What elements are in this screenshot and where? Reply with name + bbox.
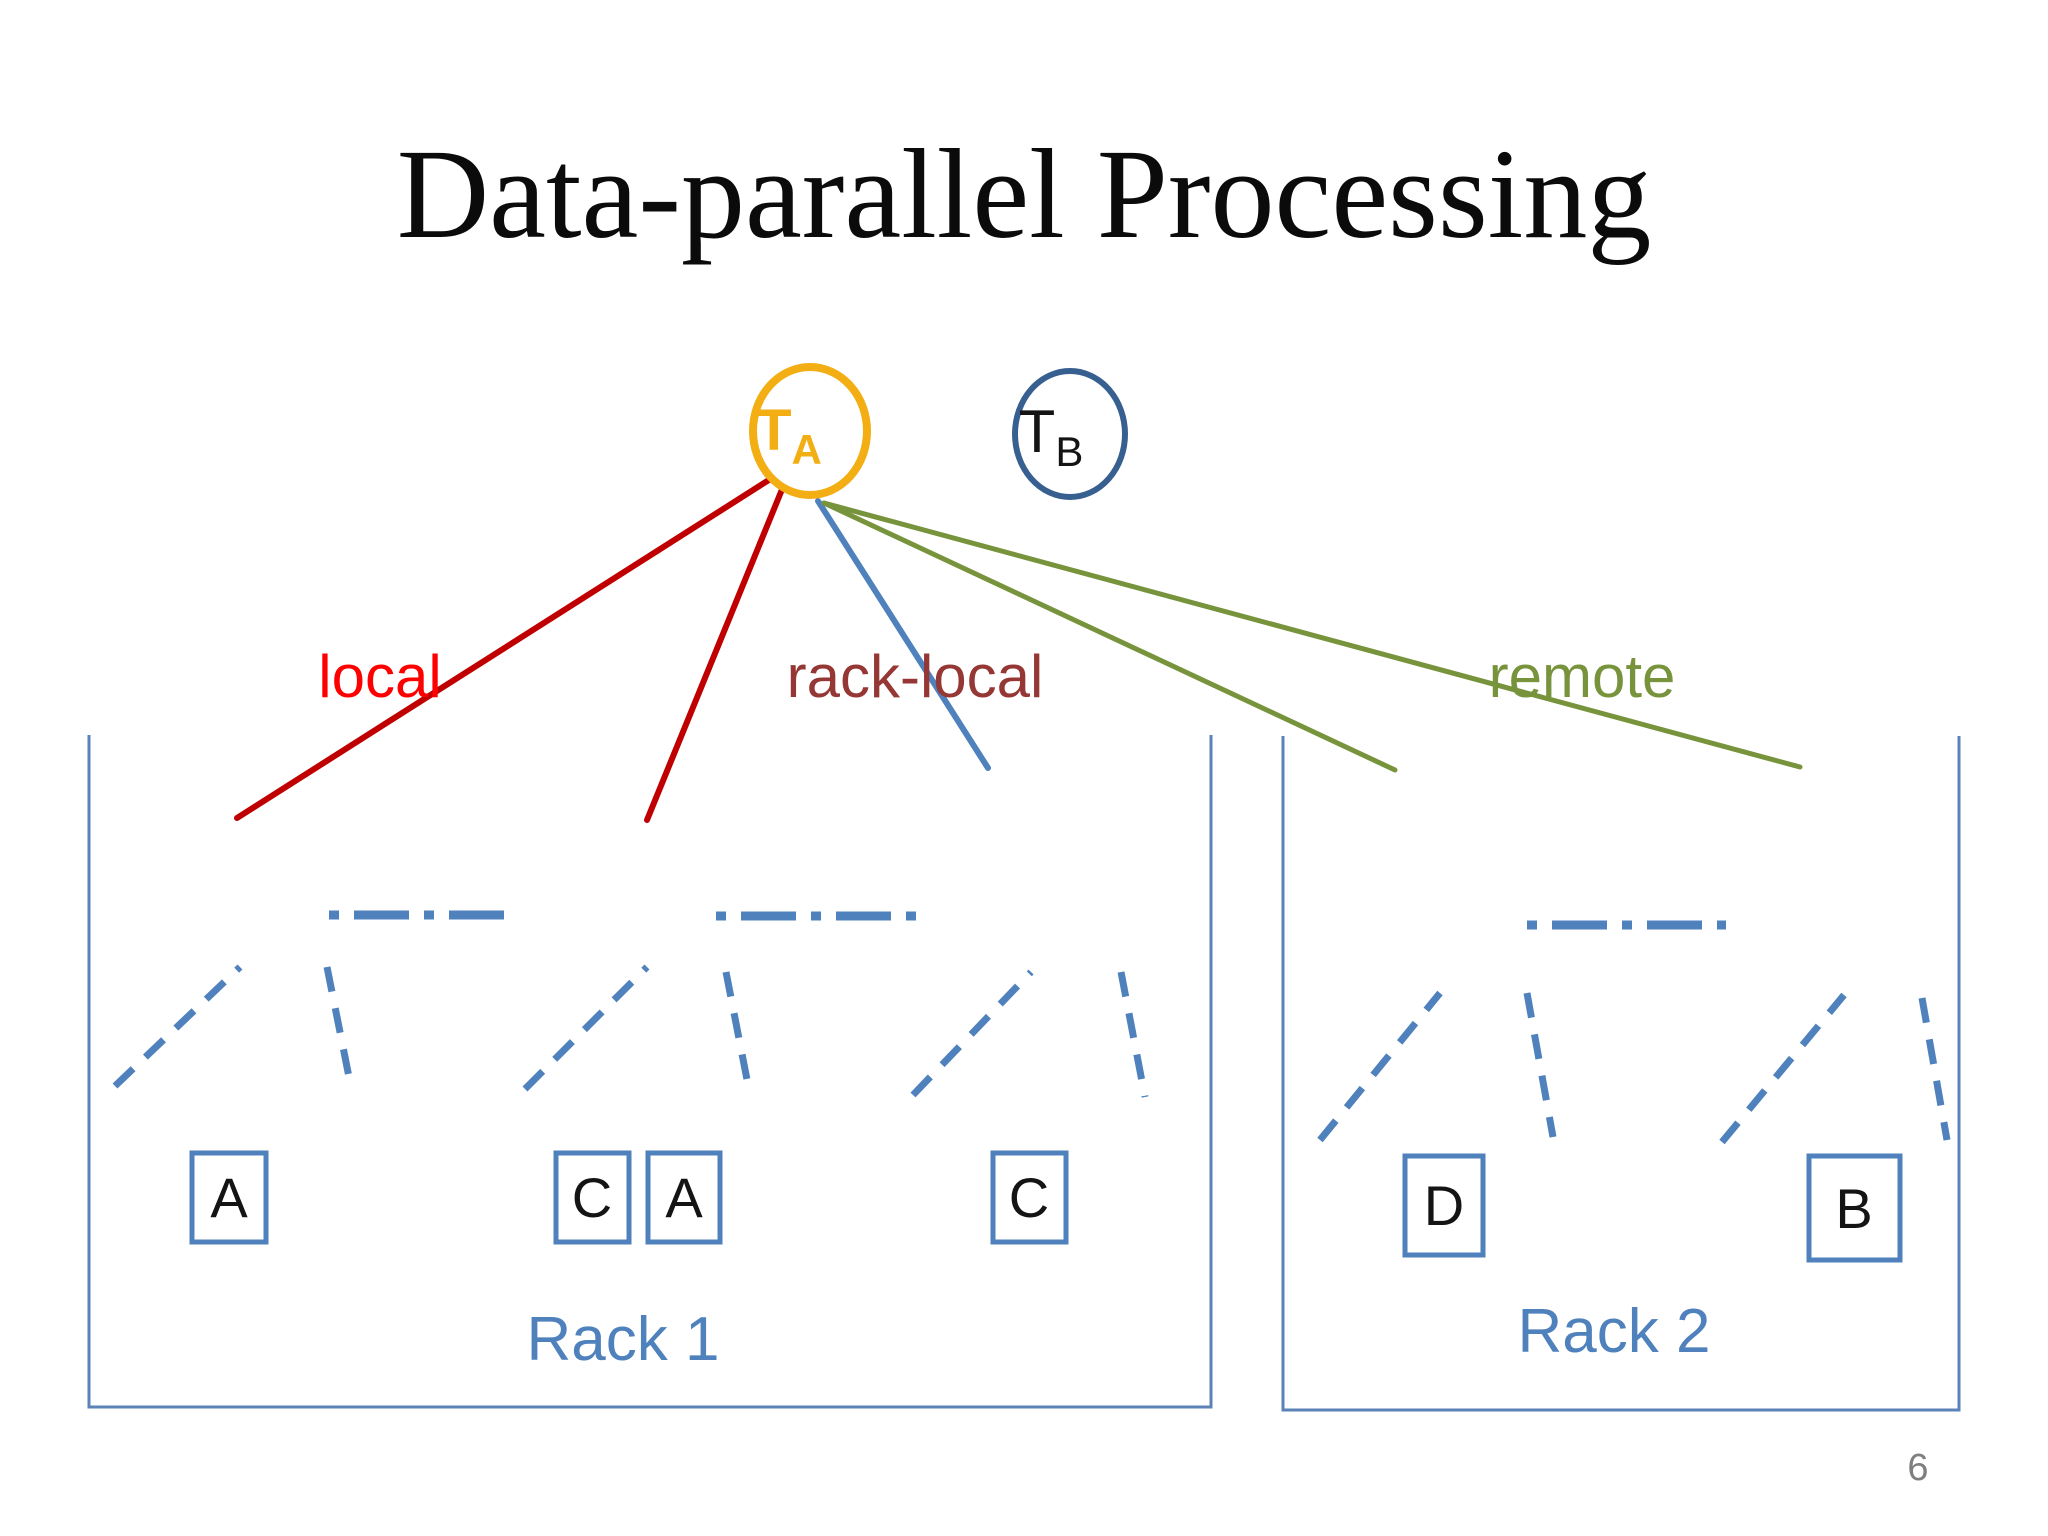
data-block-letter: A (210, 1166, 248, 1229)
rack1-outline (87, 735, 1213, 1409)
rack1-shelf-dash (323, 966, 354, 1083)
slide-title: Data-parallel Processing (397, 123, 1652, 265)
data-block-letter: A (665, 1166, 703, 1229)
remote-label: remote (1489, 643, 1676, 710)
data-block (990, 1150, 1069, 1245)
rack2-outline (1281, 736, 1961, 1412)
data-block (553, 1150, 632, 1245)
remote-link-line-1 (821, 500, 1398, 773)
local-link-line-2 (644, 484, 786, 823)
remote-link-line-2 (821, 500, 1803, 770)
data-block (645, 1150, 723, 1245)
local-link-line-1 (234, 475, 775, 821)
local-label: local (318, 643, 441, 710)
task-a-subscript: A (792, 426, 822, 473)
task-b-label: TB (1019, 398, 1084, 475)
page-number: 6 (1907, 1447, 1928, 1489)
rack1-shelf-dash (1117, 971, 1149, 1098)
task-a-circle (749, 363, 871, 499)
task-b-letter: T (1019, 398, 1056, 465)
task-b-subscript: B (1055, 428, 1083, 475)
rack1-shelf-dash (722, 971, 754, 1096)
task-b-circle (1012, 368, 1128, 500)
rack1-shelf-dash (112, 964, 243, 1089)
rack2-shelf-dash (1719, 992, 1847, 1145)
data-block (1402, 1153, 1486, 1258)
data-block-letter: C (572, 1166, 612, 1229)
rack2-shelf-dash (1317, 990, 1443, 1143)
rack1-label: Rack 1 (527, 1305, 720, 1374)
rack1-shelf-dash (910, 969, 1034, 1098)
rack2-shelf-dash (1523, 992, 1557, 1138)
rack2-label: Rack 2 (1518, 1297, 1711, 1366)
data-block (189, 1150, 269, 1245)
rack1-shelf-dash (522, 964, 650, 1092)
data-block (1806, 1153, 1903, 1263)
task-a-letter: T (756, 398, 791, 463)
rack-local-label: rack-local (787, 643, 1044, 710)
data-block-letter: C (1009, 1166, 1049, 1229)
rack-local-link-line (815, 498, 991, 771)
rack2-shelf-dash (1918, 997, 1951, 1141)
data-block-letter: B (1835, 1177, 1872, 1240)
task-a-label: TA (756, 398, 822, 473)
data-block-letter: D (1424, 1174, 1464, 1237)
